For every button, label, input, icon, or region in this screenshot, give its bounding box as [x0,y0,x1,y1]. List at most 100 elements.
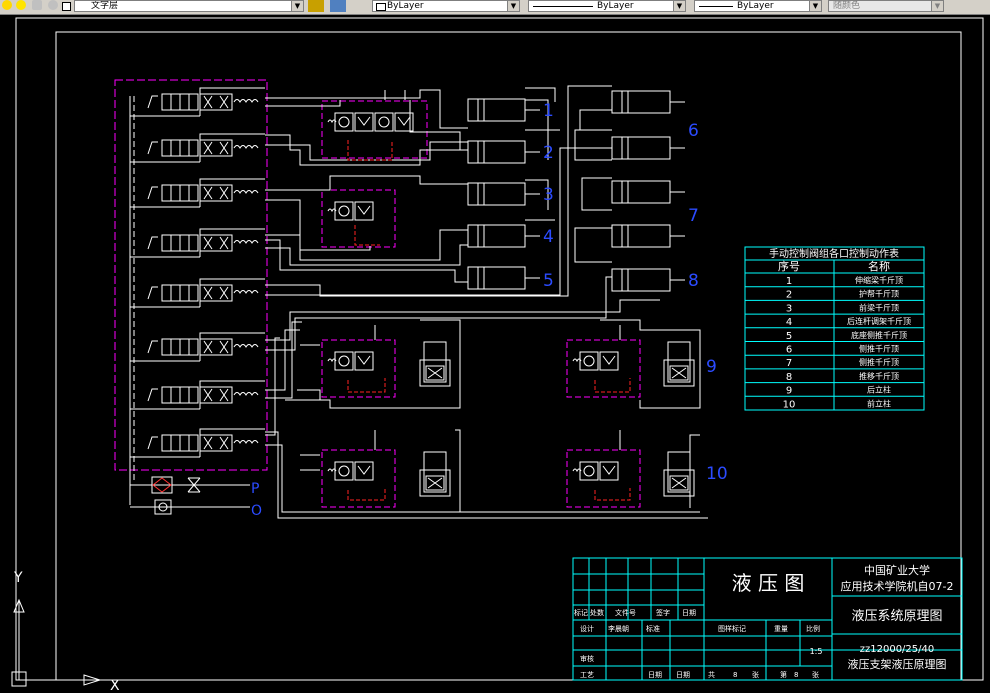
hydraulic-lock [321,339,396,398]
manual-valve [130,87,265,117]
spring-icon [233,190,259,194]
plotstyle-dropdown[interactable]: 随颜色 ▼ [828,0,944,12]
valve-spool-cell [188,184,199,202]
check-valve-cell [394,112,414,132]
valve-supply-line [130,251,201,258]
stage-mark-label: 图样标记 [718,624,746,633]
check-arrow-icon [602,355,616,365]
table-row-name: 后连杆调架千斤顶 [847,316,911,326]
valve-spool-cell [170,93,181,111]
ucs-icon [11,598,102,687]
valve-spool-cell [161,234,172,252]
cylinder-label: 5 [543,271,554,291]
table-row-no: 3 [786,303,792,314]
manual-valve [130,380,265,410]
linetype-dropdown[interactable]: ByLayer ▼ [528,0,686,12]
valve-spool-cell [170,184,181,202]
spring-icon [327,208,337,213]
color-value: ByLayer [387,1,424,11]
check-valve-cell [334,461,354,481]
college-name: 应用技术学院机自07-2 [841,579,954,593]
valve-supply-line [130,301,201,308]
filter-check-assembly [130,476,250,515]
check-valve-cell [599,351,619,371]
manual-valve [130,428,265,458]
spring-icon [233,392,259,396]
valve-spool-cell [188,93,199,111]
table-row-name: 前立柱 [867,398,891,408]
valve-spool-cell [179,93,190,111]
valve-spool-cell [179,338,190,356]
layer-color-icon[interactable] [48,0,58,10]
layer-previous-icon[interactable] [330,0,346,12]
valve-body [199,139,233,157]
layer-on-icon[interactable] [2,0,12,10]
color-dropdown[interactable]: ByLayer ▼ [372,0,520,12]
manual-valve [130,278,265,308]
layer-freeze-icon[interactable] [16,0,26,10]
jack-cylinder [611,180,671,204]
prop-cylinder [663,341,695,387]
h-sign: 签字 [656,608,670,617]
valve-out-line [199,332,265,339]
h-mark: 标记 [574,608,588,617]
valve-spool-cell [179,139,190,157]
valve-out-line [199,87,265,94]
prop-label: 10 [706,464,728,484]
valve-out-line [199,380,265,387]
total-count: 8 [733,671,737,679]
check-ball-icon [583,465,595,477]
valve-out-line [199,428,265,435]
valve-out-line [199,133,265,140]
chevron-down-icon[interactable]: ▼ [507,1,519,11]
table-row-name: 伸缩梁千斤顶 [855,275,903,285]
valve-body [199,386,233,404]
check-ball-icon [338,205,350,217]
valve-spool-cell [161,139,172,157]
spring-icon [233,145,259,149]
jack-cylinders [467,90,671,292]
prop-cylinder [419,451,451,497]
make-current-layer-icon[interactable] [308,0,324,12]
chevron-down-icon[interactable]: ▼ [673,1,685,11]
valve-supply-line [130,355,201,362]
chevron-down-icon[interactable]: ▼ [931,1,943,11]
check-ball-icon [338,355,350,367]
h-count: 处数 [590,608,604,617]
table-row-no: 5 [786,331,792,342]
lever-icon [147,340,158,354]
valve-supply-line [130,403,201,410]
spring-icon [572,468,582,473]
layer-dropdown[interactable]: 文字层 ▼ [74,0,304,12]
valve-cross-icon [203,236,229,250]
weight-label: 重量 [774,625,788,633]
valve-spool-cell [188,234,199,252]
page-count: 8 [794,671,798,679]
lineweight-sample [699,6,733,7]
valve-spool-cell [161,338,172,356]
chevron-down-icon[interactable]: ▼ [291,1,303,11]
table-row-no: 4 [786,317,792,328]
valve-cross-icon [203,186,229,200]
valve-spool-cell [170,386,181,404]
hydraulic-lock [321,100,428,159]
valve-spool-cell [188,338,199,356]
table-row-no: 7 [786,358,792,369]
layer-lock-icon[interactable] [32,0,42,10]
port-o-label: O [251,503,262,519]
hydraulic-pipelines [265,85,708,519]
check-valve-cell [374,112,394,132]
valve-spool-cell [161,184,172,202]
table-row-name: 推移千斤顶 [859,371,899,381]
check-valve-cell [354,112,374,132]
page-label: 第 [780,670,787,679]
hydraulic-lock [321,189,396,248]
chevron-down-icon[interactable]: ▼ [809,1,821,11]
layer-plot-icon[interactable] [62,2,71,11]
lineweight-dropdown[interactable]: ByLayer ▼ [694,0,822,12]
check-ball-icon [378,116,390,128]
cylinder-label: 2 [543,143,554,163]
valve-out-line [199,278,265,285]
valve-out-line [199,228,265,235]
